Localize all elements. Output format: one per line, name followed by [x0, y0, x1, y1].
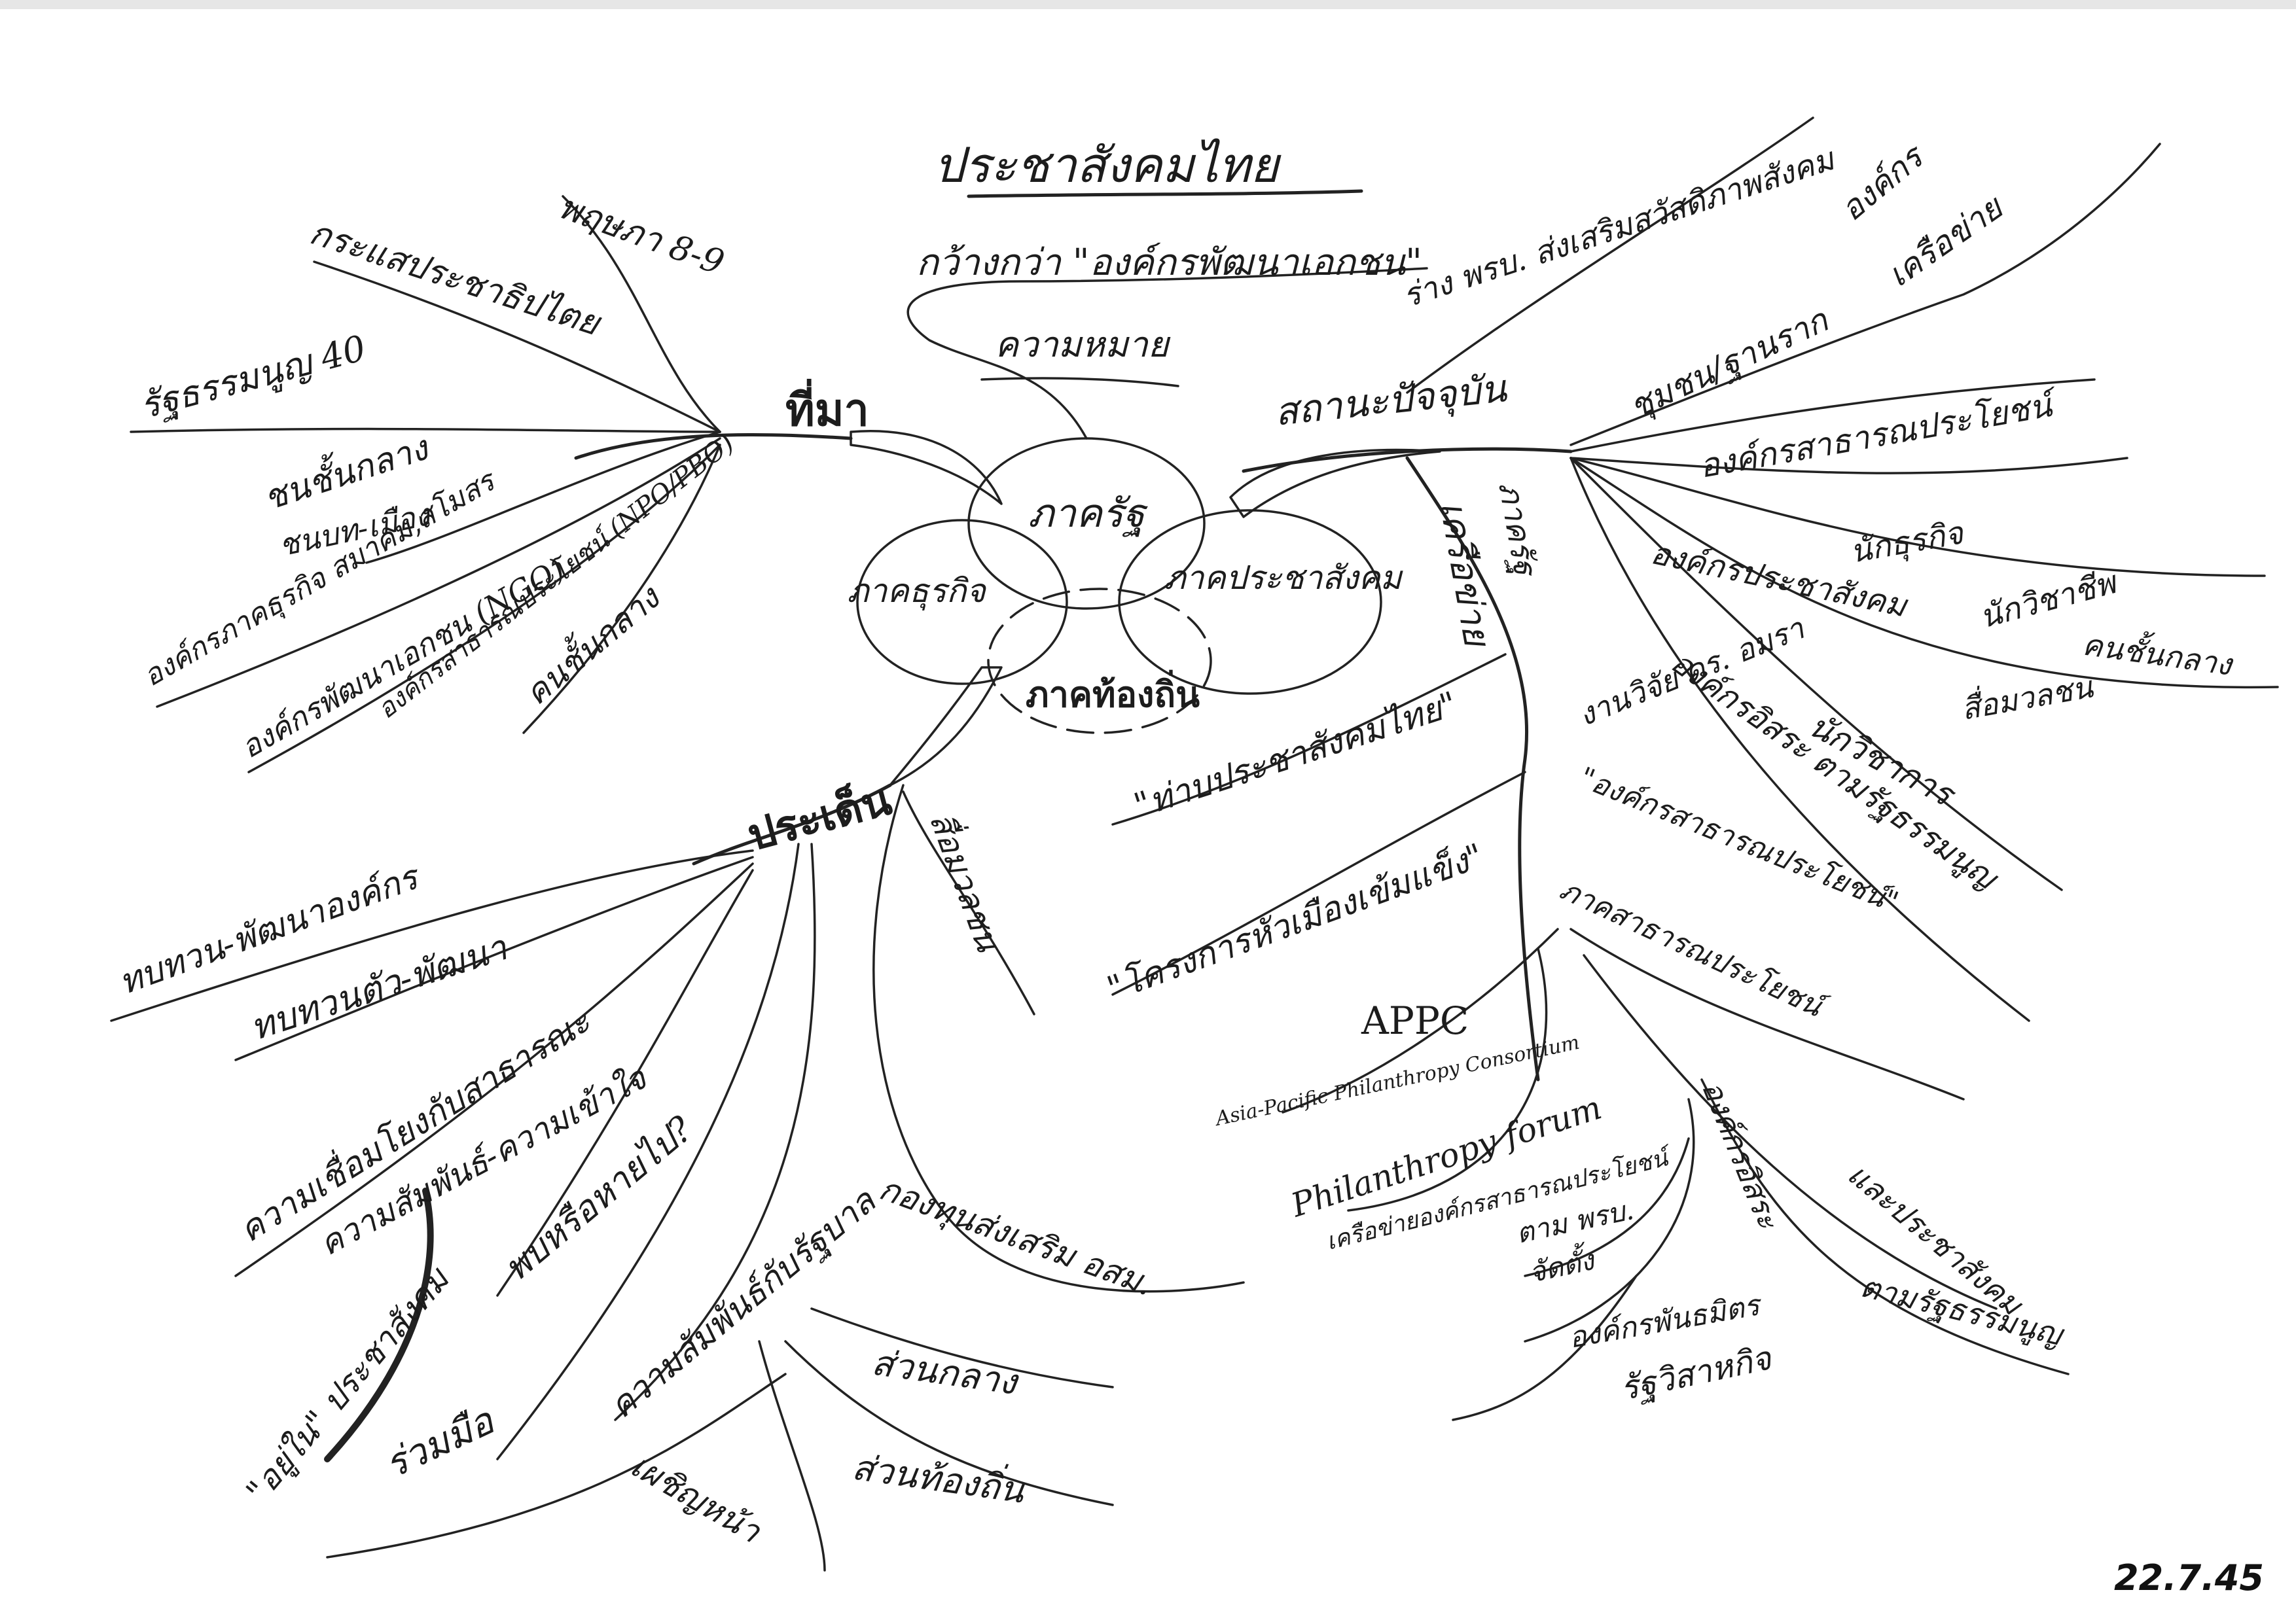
issues-link-12	[902, 790, 1035, 1015]
issues-link-8	[758, 1340, 826, 1572]
status-item: สื่อมวลชน	[1958, 665, 2096, 727]
origin-item: กระแสประชาธิปไตย	[305, 213, 606, 344]
label-local: ภาคท้องถิ่น	[1026, 669, 1200, 715]
label-civil: ภาคประชาสังคม	[1164, 559, 1403, 597]
issues-link-5	[496, 843, 800, 1460]
origin-link-2	[313, 260, 721, 433]
issues-link-4	[496, 869, 754, 1297]
network-item: ภาครัฐ	[1490, 479, 1544, 580]
status-link-6	[1570, 457, 2279, 689]
status-link-1	[1406, 116, 1814, 394]
origin-label: ที่มา	[785, 378, 869, 436]
network-item: องค์กรอิสระ	[1695, 1076, 1787, 1235]
issues-item: สื่อมวลชน	[922, 806, 1011, 957]
label-state: ภาครัฐ	[1028, 491, 1149, 537]
network-link-4	[1347, 947, 1548, 1212]
hub: ภาครัฐ ภาคธุรกิจ ภาคประชาสังคม ภาคท้องถิ…	[847, 430, 1441, 786]
origin-link-7	[522, 444, 721, 734]
title: ประชาสังคมไทย	[933, 137, 1282, 194]
network-link-9	[1452, 1275, 1638, 1421]
network-item: "โครงการหัวเมืองเข้มแข็ง"	[1102, 835, 1488, 1009]
status-label: สถานะปัจจุบัน	[1272, 366, 1509, 436]
network-item: รัฐวิสาหกิจ	[1617, 1339, 1776, 1409]
origin-link-1	[562, 195, 721, 433]
circle-business	[856, 519, 1068, 685]
status-item: คนชั้นกลาง	[2080, 622, 2236, 682]
status-item: นักวิชาชีพ	[1976, 564, 2122, 636]
status-item: นักธุรกิจ	[1847, 514, 1967, 571]
issues-item: ร่วมมือ	[378, 1398, 501, 1487]
network-item: ภาคสาธารณประโยชน์	[1554, 873, 1833, 1026]
network-item: จัดตั้ง	[1526, 1240, 1598, 1289]
issues-main-branch	[692, 783, 892, 866]
meaning-underline	[980, 377, 1179, 387]
origin-link-5	[156, 437, 721, 708]
network-link-2	[1111, 771, 1526, 996]
network-link-8	[1700, 1078, 2070, 1375]
date-stamp: 22.7.45	[2114, 1557, 2264, 1598]
scan-edge	[0, 0, 2296, 9]
status-link-7	[1570, 457, 2063, 891]
issues-link-3	[234, 862, 754, 1277]
status-item: เครือข่าย	[1881, 187, 2011, 294]
status-item: ร่าง พรบ. ส่งเสริมสวัสดิภาพสังคม	[1398, 140, 1840, 315]
wedge-issues	[889, 666, 1003, 786]
status-item: ชุมชน/ฐานราก	[1624, 300, 1836, 427]
origin-link-4	[365, 431, 721, 564]
status-item: องค์กร	[1833, 136, 1932, 228]
issues-item: ส่วนกลาง	[869, 1341, 1022, 1403]
status-link-4	[1570, 457, 2128, 474]
network-link-5	[1570, 928, 1965, 1101]
status-link-2	[1570, 143, 2161, 446]
issues-link-2	[234, 856, 754, 1061]
origin-link-3	[130, 427, 721, 433]
issues-label: ประเด็น	[742, 773, 897, 860]
issues-item: ส่วนท้องถิ่น	[850, 1443, 1028, 1511]
issues-item: ความสัมพันธ์กับรัฐบาล	[602, 1181, 885, 1427]
top-wider: กว้างกว่า "องค์กรพัฒนาเอกชน"	[916, 241, 1422, 284]
origin-link-6	[247, 444, 721, 773]
status-link-8	[1570, 457, 2030, 1022]
issues-item: กองทุนส่งเสริม อสม.	[874, 1169, 1158, 1305]
origin-group: ที่มา พฤษภา 8-9 กระแสประชาธิปไตย รัฐธรรม…	[130, 187, 869, 773]
issues-link-1	[110, 849, 754, 1022]
network-link-6	[1583, 954, 1998, 1310]
issues-link-10	[810, 1307, 1114, 1388]
issues-link-9	[872, 784, 1245, 1293]
top-meaning: ความหมาย	[995, 324, 1171, 365]
network-group: เครือข่าย "ท่าบประชาสังคมไทย" "โครงการหั…	[1102, 456, 2070, 1421]
network-link-1	[1111, 653, 1507, 826]
origin-item: รัฐธรรมนูญ 40	[135, 327, 370, 428]
network-link-10	[1524, 1137, 1690, 1277]
label-business: ภาคธุรกิจ	[847, 572, 987, 611]
network-link-3	[1282, 928, 1559, 1114]
branch-meaning	[906, 267, 1428, 440]
circle-civil	[1118, 509, 1382, 695]
network-trunk	[1405, 456, 1540, 1082]
issues-link-11	[784, 1340, 1114, 1506]
origin-item: พฤษภา 8-9	[554, 187, 729, 283]
status-link-5	[1570, 457, 2266, 577]
wedge-origin	[850, 430, 1003, 505]
network-label: เครือข่าย	[1431, 498, 1498, 651]
title-underline	[967, 189, 1363, 198]
status-item: องค์กรอิสระ ตามรัฐธรรมนูญ	[1664, 644, 2005, 898]
status-link-3	[1570, 378, 2096, 453]
issues-link-6	[614, 843, 816, 1421]
status-main-branch	[1242, 447, 1573, 473]
circle-local	[987, 588, 1212, 734]
issues-link-7	[326, 1373, 787, 1559]
issues-group: ประเด็น ทบทวน-พัฒนาองค์กร ทบทวนตัว-พัฒนา…	[110, 773, 1245, 1572]
network-item: APPC	[1361, 998, 1469, 1043]
network-link-7	[1524, 1098, 1695, 1343]
issues-bold-bar	[324, 1188, 434, 1462]
issues-item: เผชิญหน้า	[624, 1446, 768, 1551]
